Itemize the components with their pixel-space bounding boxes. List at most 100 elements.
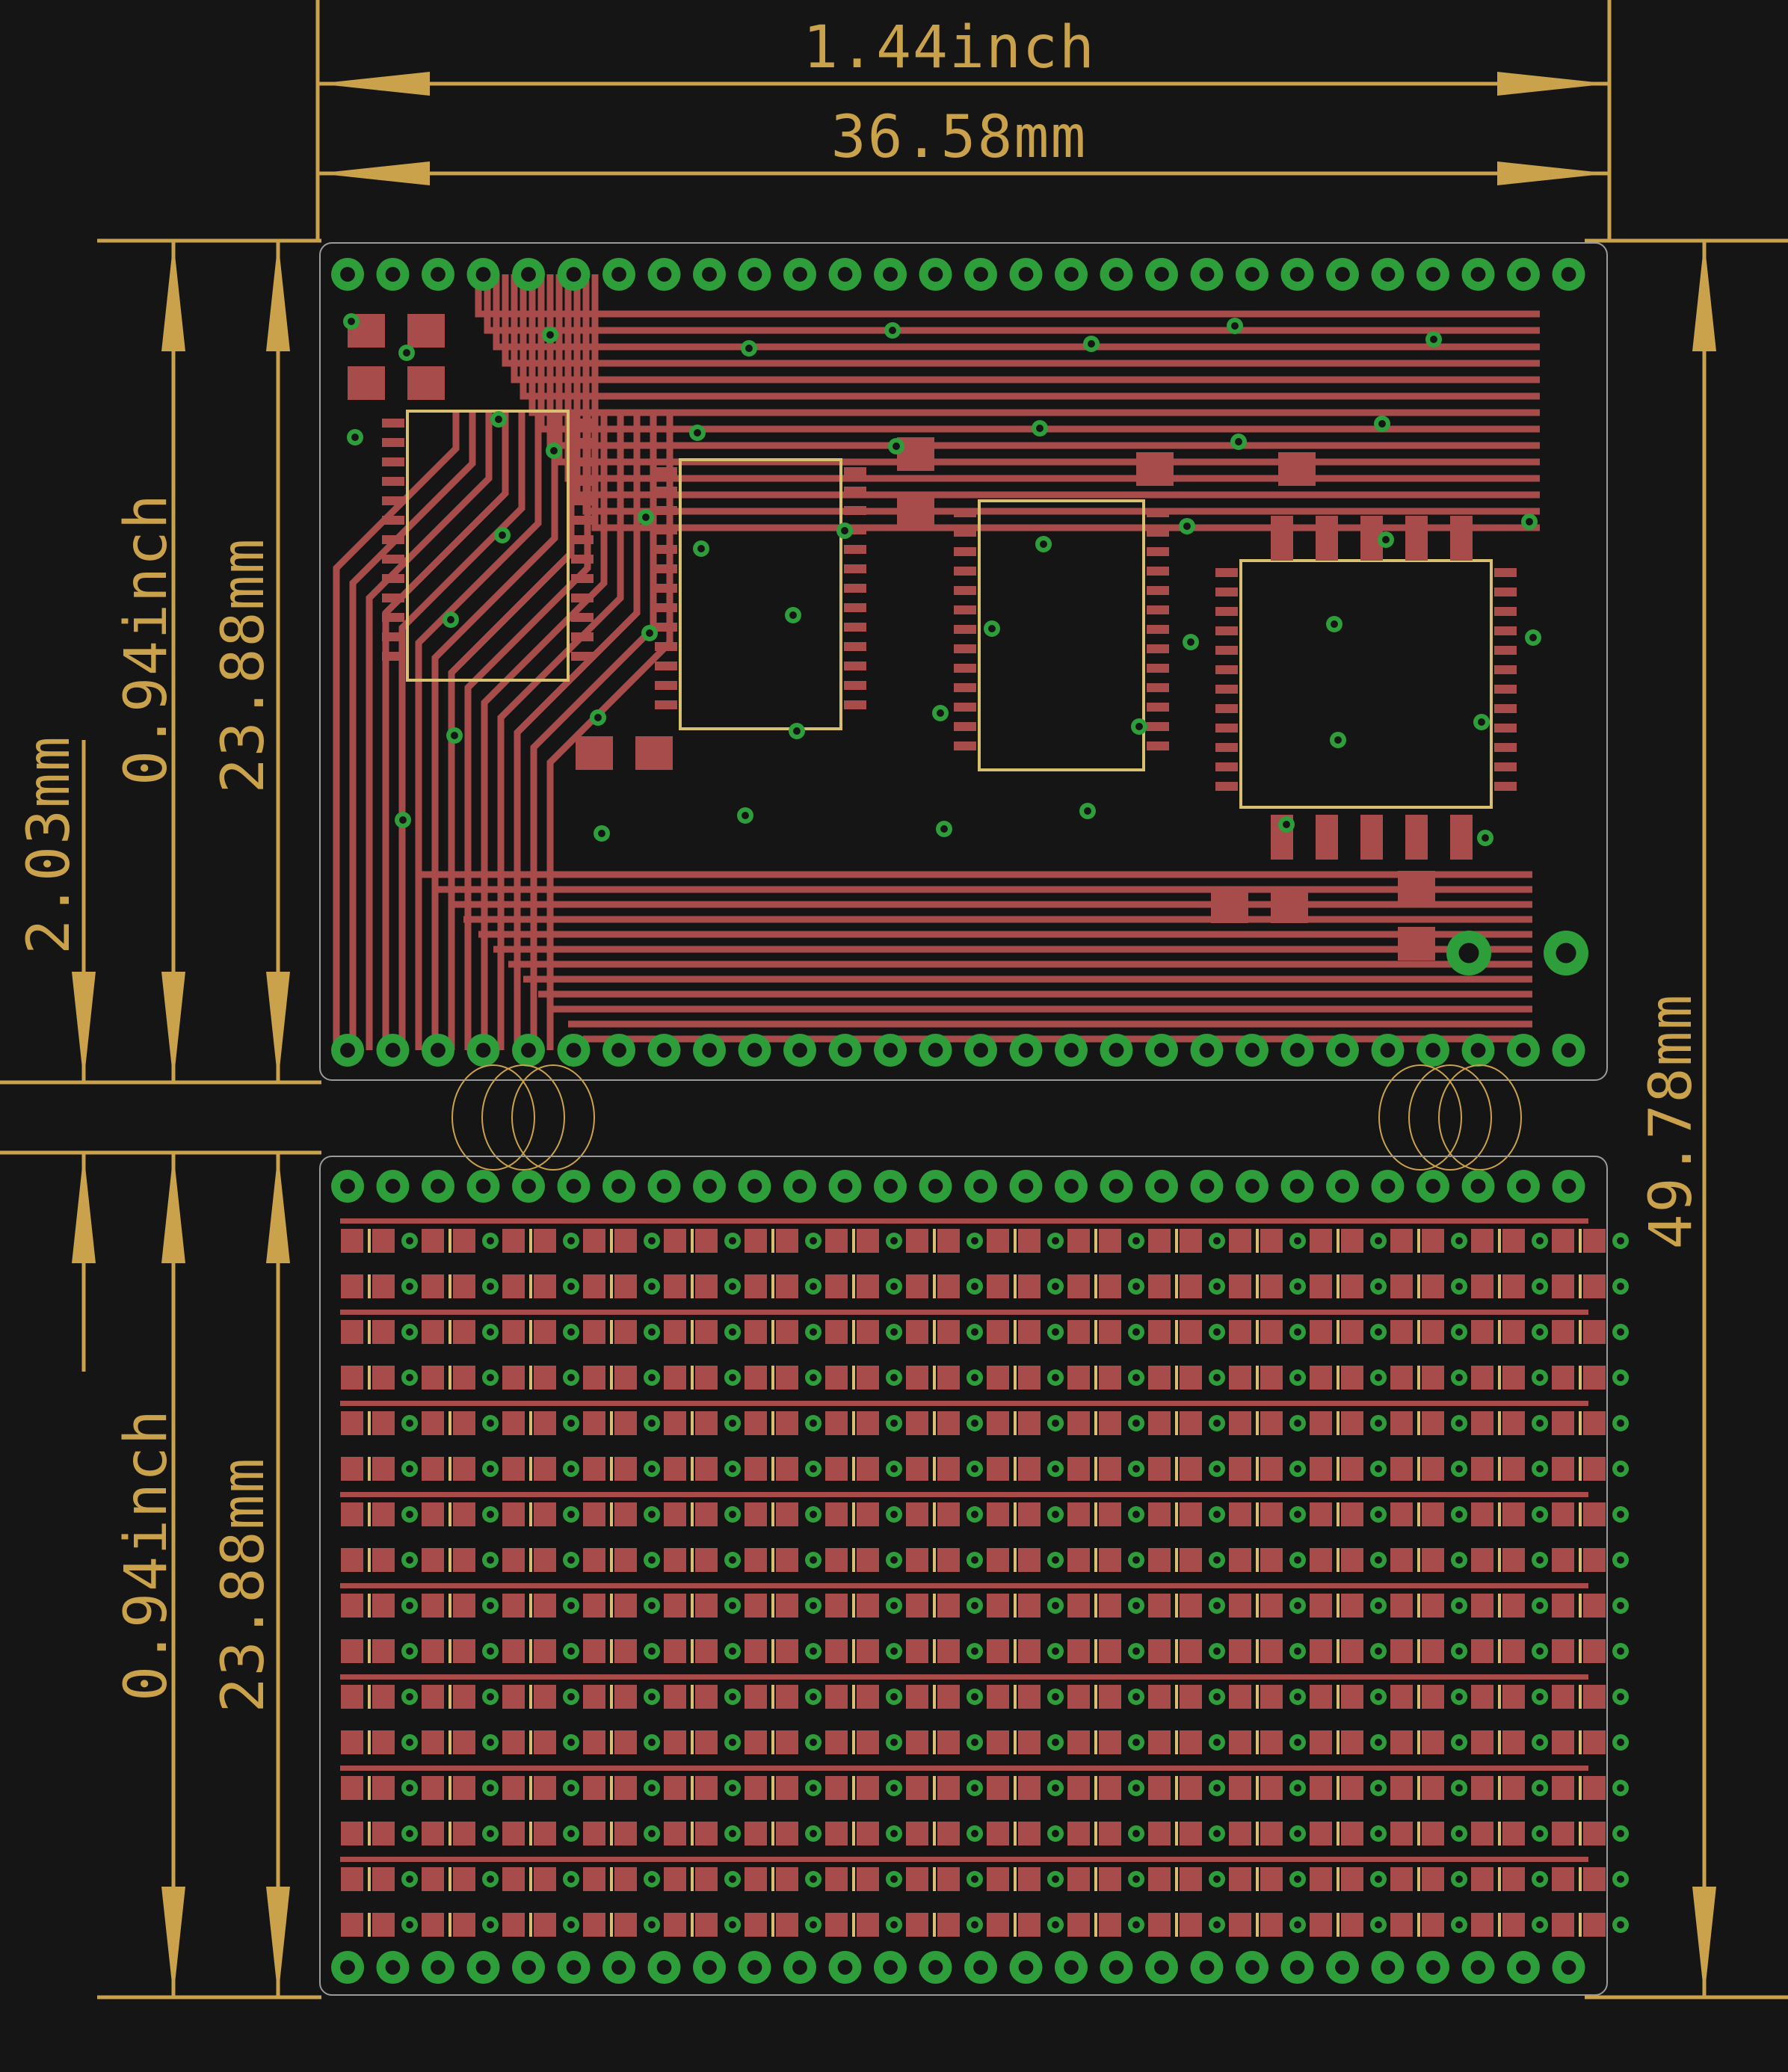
led-marker bbox=[1014, 1457, 1017, 1481]
led-pad bbox=[422, 1320, 444, 1344]
ic-u1-pin bbox=[382, 555, 404, 564]
led-pad bbox=[1310, 1411, 1332, 1435]
led-via-hole bbox=[1132, 1647, 1140, 1655]
led-marker bbox=[1256, 1457, 1259, 1481]
led-via-hole bbox=[648, 1328, 656, 1336]
led-via-hole bbox=[1617, 1465, 1624, 1473]
led-pad bbox=[1552, 1274, 1574, 1298]
led-pad bbox=[906, 1822, 928, 1846]
led-pad bbox=[341, 1867, 363, 1891]
led-marker bbox=[1014, 1229, 1017, 1253]
led-via-hole bbox=[1536, 1556, 1544, 1564]
led-via-hole bbox=[1052, 1875, 1059, 1883]
led-marker bbox=[1094, 1822, 1097, 1846]
led-pad bbox=[1471, 1867, 1493, 1891]
led-marker bbox=[1579, 1867, 1582, 1891]
matrix-header-pad-top-hole bbox=[566, 1179, 582, 1194]
led-marker bbox=[1256, 1913, 1259, 1937]
led-pad bbox=[1260, 1229, 1283, 1253]
led-pad bbox=[745, 1594, 767, 1618]
header-pad-bottom-hole bbox=[792, 1043, 807, 1058]
led-marker bbox=[691, 1320, 694, 1344]
power-pad-hole bbox=[1556, 943, 1576, 963]
led-pad bbox=[906, 1411, 928, 1435]
led-marker bbox=[1417, 1548, 1420, 1572]
led-pad bbox=[745, 1411, 767, 1435]
led-pad bbox=[825, 1229, 848, 1253]
led-pad bbox=[1583, 1229, 1606, 1253]
led-via-hole bbox=[971, 1875, 978, 1883]
via-hole bbox=[988, 625, 996, 632]
led-pad bbox=[1067, 1913, 1090, 1937]
led-pad bbox=[745, 1822, 767, 1846]
ic-mcu-pin bbox=[1215, 743, 1238, 752]
led-marker bbox=[448, 1502, 451, 1526]
led-pad bbox=[664, 1685, 686, 1709]
led-pad bbox=[372, 1776, 395, 1800]
led-via-hole bbox=[1536, 1283, 1544, 1290]
led-via-hole bbox=[971, 1602, 978, 1609]
led-pad bbox=[534, 1822, 556, 1846]
left-upper-mm-label: 23.88mm bbox=[210, 537, 277, 794]
led-pad bbox=[502, 1822, 525, 1846]
led-pad bbox=[1341, 1594, 1363, 1618]
ic-u2-pin bbox=[655, 506, 677, 515]
led-marker bbox=[1337, 1411, 1340, 1435]
ic-mcu-pin bbox=[1215, 626, 1238, 635]
via-hole bbox=[697, 545, 705, 552]
matrix-header-pad-top-hole bbox=[1109, 1179, 1124, 1194]
led-pad bbox=[1502, 1274, 1525, 1298]
via-hole bbox=[546, 331, 554, 339]
led-pad bbox=[1583, 1867, 1606, 1891]
led-via-hole bbox=[1536, 1602, 1544, 1609]
via-hole bbox=[742, 812, 749, 819]
led-via-hole bbox=[1294, 1511, 1301, 1518]
led-marker bbox=[933, 1913, 936, 1937]
matrix-header-pad-bottom-hole bbox=[1289, 1960, 1305, 1975]
led-marker bbox=[1175, 1229, 1178, 1253]
led-pad bbox=[1148, 1867, 1171, 1891]
led-pad bbox=[745, 1639, 767, 1663]
led-marker bbox=[1417, 1776, 1420, 1800]
led-pad bbox=[1341, 1639, 1363, 1663]
led-pad bbox=[372, 1822, 395, 1846]
led-pad bbox=[1180, 1274, 1202, 1298]
led-pad bbox=[906, 1730, 928, 1754]
led-via-hole bbox=[810, 1419, 817, 1427]
led-pad bbox=[1260, 1594, 1283, 1618]
led-pad bbox=[372, 1502, 395, 1526]
led-marker bbox=[1094, 1867, 1097, 1891]
led-pad bbox=[614, 1776, 637, 1800]
via-hole bbox=[1088, 340, 1095, 348]
led-marker bbox=[1337, 1730, 1340, 1754]
matrix-header-pad-top-hole bbox=[1018, 1179, 1034, 1194]
header-pad-top-hole bbox=[1109, 267, 1124, 282]
led-pad bbox=[1148, 1366, 1171, 1390]
header-pad-bottom-hole bbox=[1018, 1043, 1034, 1058]
led-pad bbox=[1422, 1730, 1444, 1754]
pcb-board-upper bbox=[319, 242, 1608, 1081]
led-marker bbox=[610, 1548, 613, 1572]
led-via-hole bbox=[648, 1921, 656, 1928]
led-via-hole bbox=[1052, 1237, 1059, 1245]
led-pad bbox=[906, 1274, 928, 1298]
led-via-hole bbox=[648, 1374, 656, 1381]
led-pad bbox=[1422, 1229, 1444, 1253]
led-pad bbox=[583, 1913, 605, 1937]
led-pad bbox=[1018, 1776, 1041, 1800]
led-pad bbox=[534, 1685, 556, 1709]
ic-mcu-pin bbox=[1494, 782, 1517, 791]
led-pad bbox=[776, 1274, 798, 1298]
led-pad bbox=[987, 1411, 1009, 1435]
led-via-hole bbox=[1617, 1693, 1624, 1701]
led-pad bbox=[987, 1639, 1009, 1663]
led-via-hole bbox=[1455, 1739, 1463, 1746]
via-hole bbox=[1526, 518, 1533, 525]
led-pad bbox=[745, 1867, 767, 1891]
led-pad bbox=[1583, 1548, 1606, 1572]
led-marker bbox=[1579, 1502, 1582, 1526]
trace bbox=[555, 274, 1540, 466]
led-via-hole bbox=[1536, 1328, 1544, 1336]
led-pad bbox=[745, 1274, 767, 1298]
led-marker bbox=[1175, 1776, 1178, 1800]
